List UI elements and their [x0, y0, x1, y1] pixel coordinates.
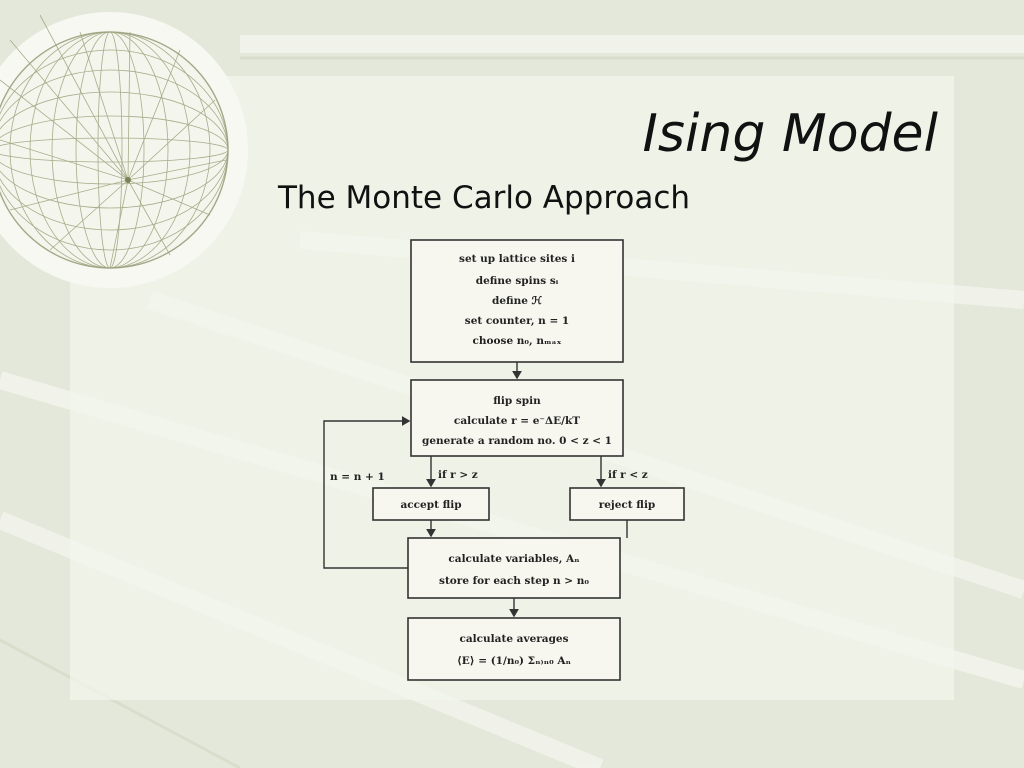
slide-subtitle: The Monte Carlo Approach [278, 180, 691, 216]
avg-line-1: calculate averages [459, 633, 568, 645]
init-line-3: define ℋ [492, 295, 543, 307]
flip-line-3: generate a random no. 0 < z < 1 [422, 435, 612, 447]
monte-carlo-flowchart: set up lattice sites i define spins sᵢ d… [323, 239, 685, 681]
accept-box [372, 487, 490, 521]
loop-back-path [323, 416, 411, 569]
calc-line-2: store for each step n > n₀ [439, 575, 589, 587]
slide-title: Ising Model [642, 104, 939, 164]
flip-line-2: calculate r = e⁻ΔE/kT [454, 415, 580, 427]
flip-box [410, 379, 624, 457]
avg-box [407, 617, 621, 681]
reject-flip-label: reject flip [599, 499, 656, 511]
init-box [410, 239, 624, 363]
branch-reject-label: if r < z [608, 469, 648, 481]
avg-line-2: ⟨E⟩ = (1/n₀) Σₙ₎ₙ₀ Aₙ [457, 655, 572, 667]
init-line-4: set counter, n = 1 [465, 315, 569, 327]
wireframe-globe-icon [0, 12, 248, 288]
init-line-5: choose n₀, nₘₐₓ [473, 335, 562, 347]
calc-box [407, 537, 621, 599]
init-line-1: set up lattice sites i [459, 253, 575, 265]
reject-box [569, 487, 685, 521]
accept-flip-label: accept flip [400, 499, 461, 511]
flip-line-1: flip spin [493, 395, 541, 407]
branch-accept-label: if r > z [438, 469, 478, 481]
init-line-2: define spins sᵢ [476, 275, 559, 287]
calc-line-1: calculate variables, Aₙ [448, 553, 580, 565]
loop-counter-label: n = n + 1 [330, 471, 385, 483]
